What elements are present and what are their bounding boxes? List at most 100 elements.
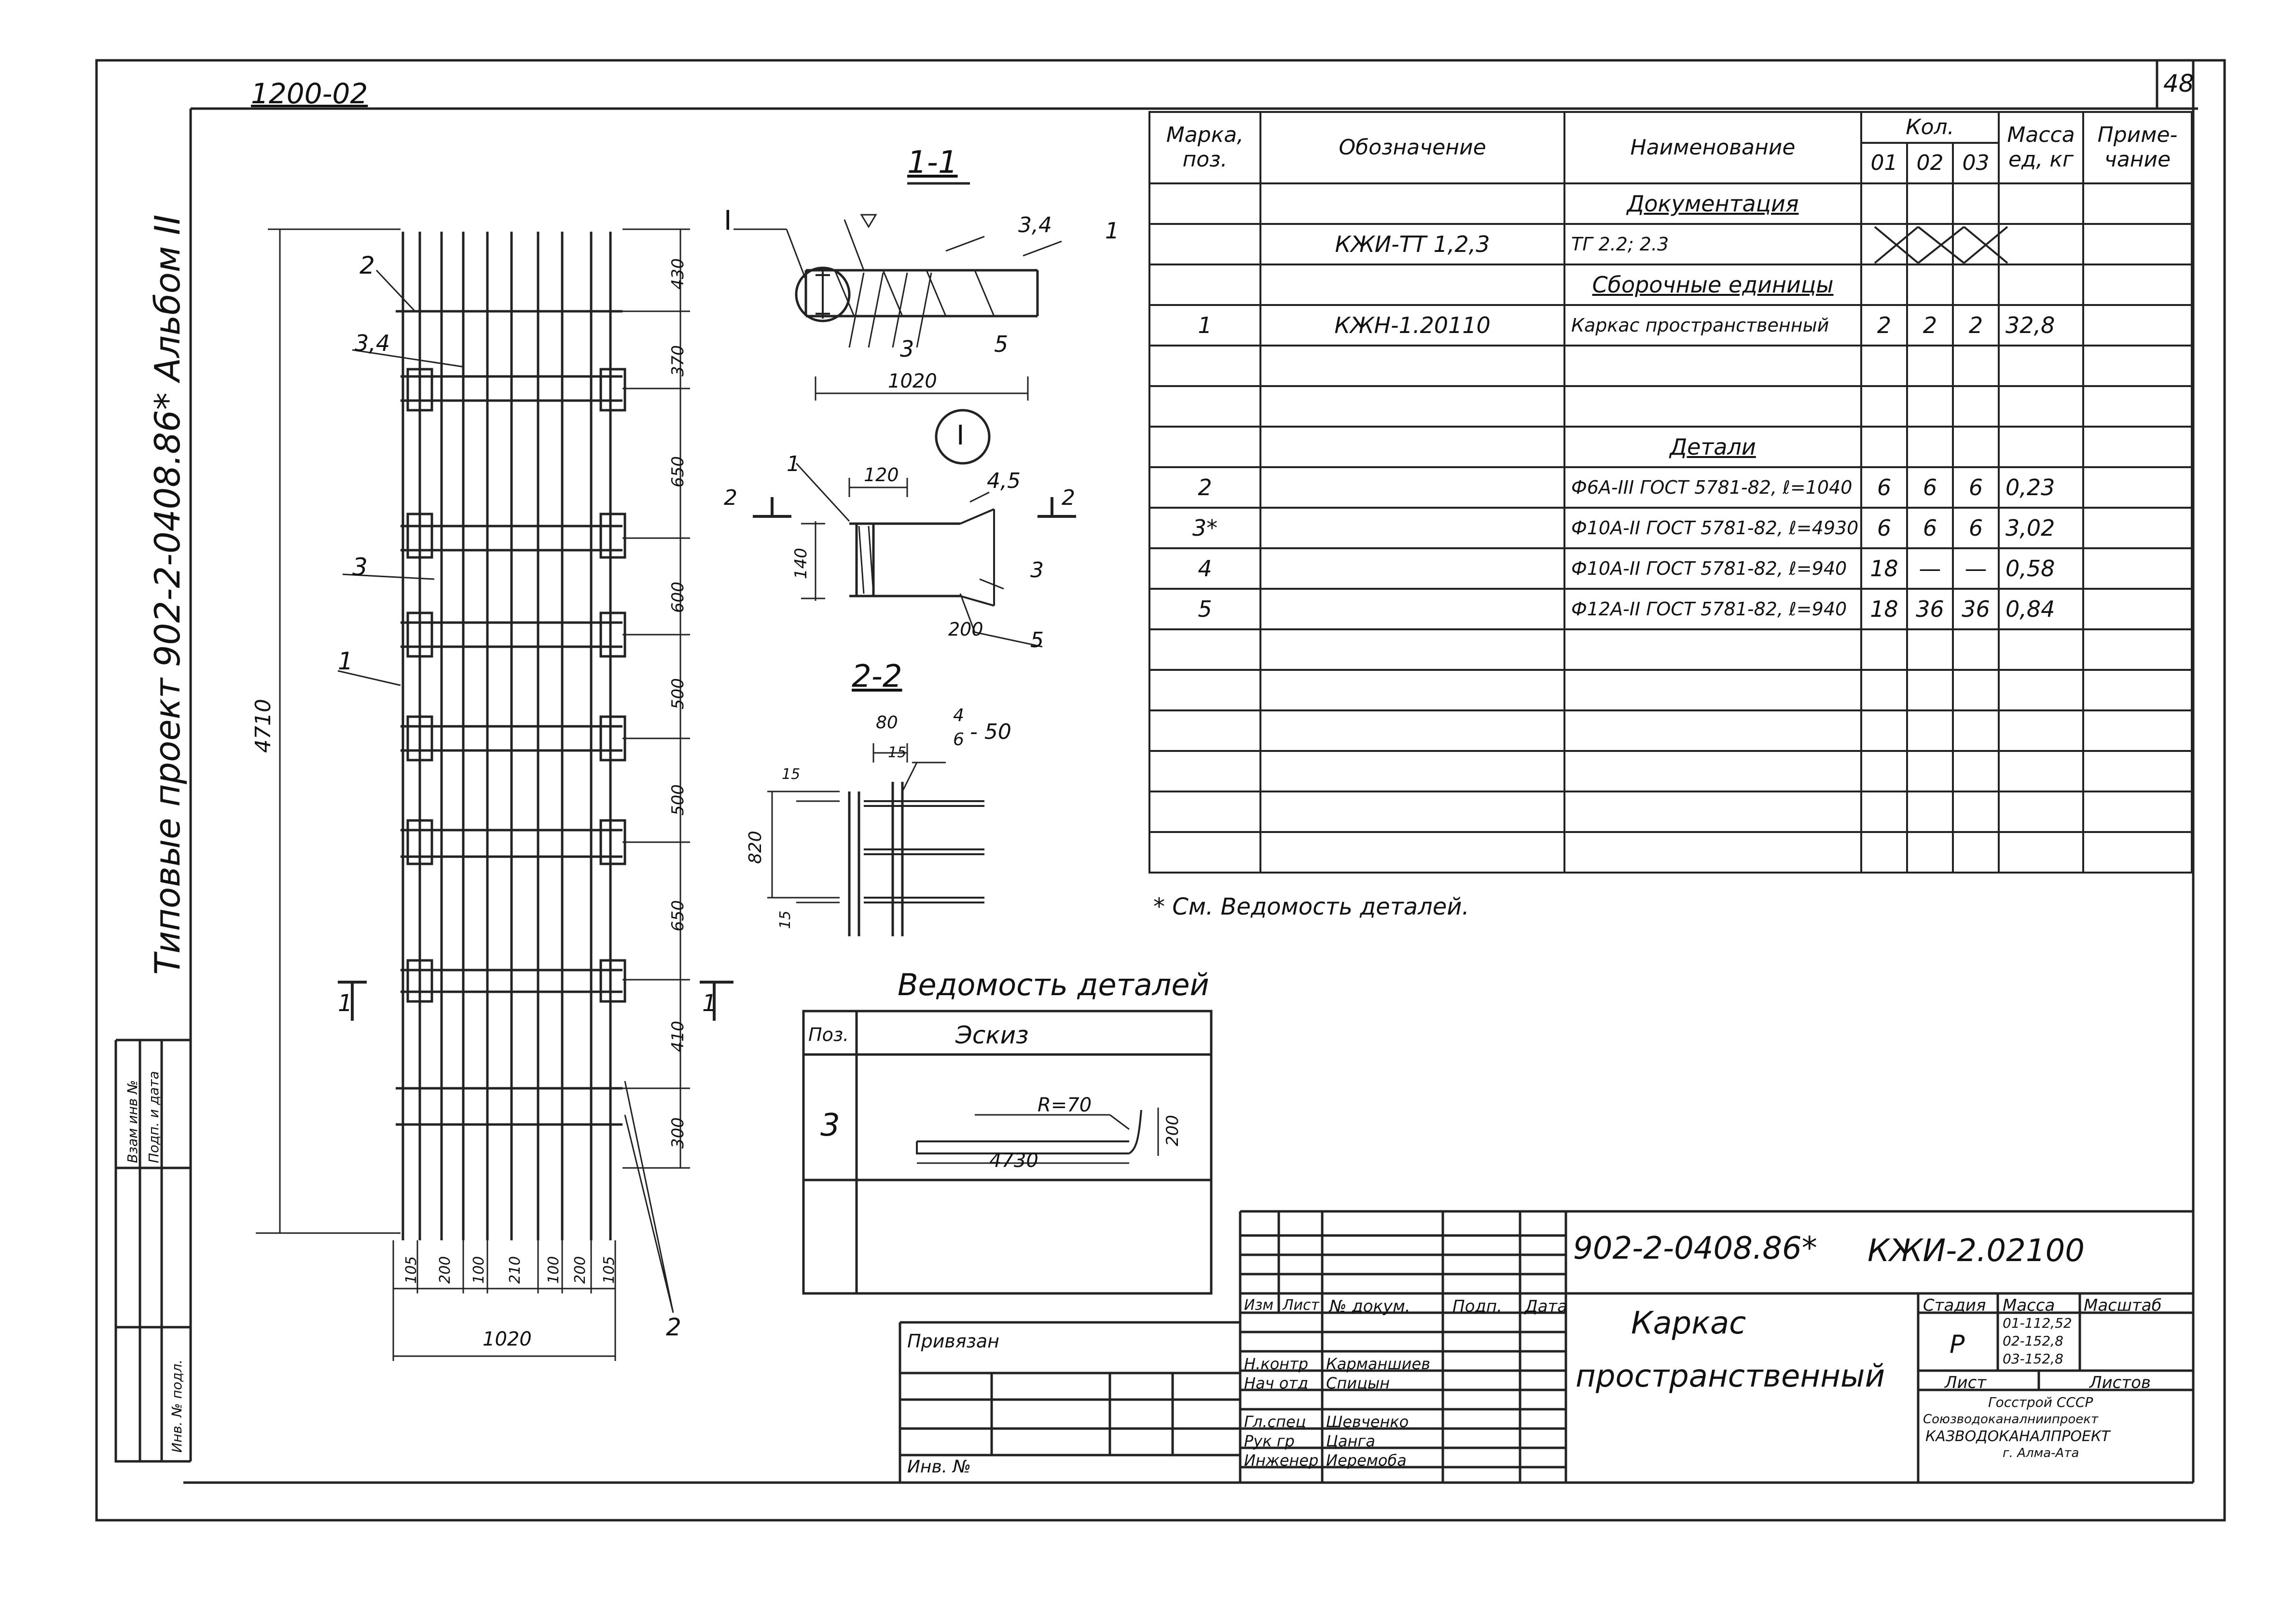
spec-cell-q2 <box>1906 345 1954 387</box>
spec-cell-q1: 6 <box>1860 466 1908 509</box>
sheet-number: 48 <box>2163 69 2194 97</box>
seg-dim-1: 430 <box>668 258 688 290</box>
tb-mass-01: 01-112,52 <box>2003 1315 2072 1331</box>
spec-cell-name <box>1563 385 1862 428</box>
spec-cell-mass: 0,58 <box>1998 547 2085 590</box>
spec-cell-q1 <box>1860 628 1908 671</box>
spec-cell-mass: 32,8 <box>1998 304 2085 347</box>
spec-cell-mark <box>1148 669 1261 711</box>
spec-row <box>1148 345 2193 387</box>
tb-role-4: Рук гр <box>1244 1432 1295 1450</box>
specification-table: Марка, поз. Обозначение Наименование Кол… <box>1148 111 2193 874</box>
spec-cell-note <box>2082 709 2193 752</box>
mark-2-bottom: 2 <box>666 1313 681 1341</box>
details-col-pos: Поз. <box>808 1024 849 1045</box>
spec-row <box>1148 709 2193 752</box>
details-sheet-title: Ведомость деталей <box>898 967 1209 1002</box>
spec-cell-q1: 2 <box>1860 304 1908 347</box>
spec-cell-mark: 1 <box>1148 304 1261 347</box>
spec-cell-note <box>2082 223 2193 265</box>
spec-cell-note <box>2082 628 2193 671</box>
tb-rev-h-date: Дата <box>1525 1297 1568 1316</box>
bottom-dims <box>392 1240 616 1361</box>
spec-cell-q2 <box>1906 831 1954 874</box>
spec-header-row-1: Марка, поз. Обозначение Наименование Кол… <box>1148 111 2193 184</box>
longitudinal-bars <box>401 232 612 1240</box>
spec-cell-q3 <box>1951 709 2000 752</box>
spec-cell-q2: 2 <box>1906 304 1954 347</box>
tb-scale-label: Масштаб <box>2084 1296 2162 1315</box>
mark-34: 3,4 <box>355 330 390 356</box>
tb-rev-h-list: Лист <box>1283 1297 1320 1314</box>
details-r-label: R=70 <box>1037 1094 1092 1116</box>
seg-dim-3: 650 <box>668 456 688 487</box>
tb-mass-03: 03-152,8 <box>2003 1351 2063 1367</box>
tb-name-3: Шевченко <box>1326 1413 1409 1431</box>
details-sheet-frame <box>802 1010 1213 1295</box>
spec-cell-name <box>1563 750 1862 792</box>
spec-cell-mass <box>1998 831 2085 874</box>
spec-cell-designation <box>1259 507 1565 549</box>
mark-3: 3 <box>352 553 368 581</box>
detI-mark-45: 4,5 <box>987 469 1021 493</box>
spec-cell-q1 <box>1860 831 1908 874</box>
spec-cell-q3 <box>1951 831 2000 874</box>
spec-cell-mark <box>1148 628 1261 671</box>
spec-cell-mark <box>1148 831 1261 874</box>
spec-cell-name <box>1563 831 1862 874</box>
spec-cell-q2: 36 <box>1906 588 1954 630</box>
details-length: 4730 <box>989 1150 1038 1172</box>
spec-cell-q1 <box>1860 345 1908 387</box>
spec-cell-mark <box>1148 791 1261 833</box>
seg-dim-7: 650 <box>668 900 688 931</box>
spec-cell-q3: 2 <box>1951 304 2000 347</box>
spec-cell-q3: 6 <box>1951 466 2000 509</box>
inner-frame <box>183 60 2198 1484</box>
spec-cell-name: Каркас пространственный <box>1563 304 1862 347</box>
spec-cell-designation <box>1259 588 1565 630</box>
spec-cell-q1 <box>1860 709 1908 752</box>
tb-name-2: Спицын <box>1326 1374 1390 1392</box>
callout-roman: I <box>956 420 965 451</box>
spec-cell-q1: 18 <box>1860 588 1908 630</box>
s11-top-mark: I <box>724 205 732 236</box>
spec-cell-name: Ф10А-II ГОСТ 5781-82, ℓ=4930 <box>1563 507 1862 549</box>
spec-cell-q2 <box>1906 791 1954 833</box>
tb-rev-h-izm: Изм <box>1244 1297 1274 1314</box>
detI-mark-5: 5 <box>1030 628 1044 652</box>
tb-inv-label: Инв. № <box>907 1457 971 1477</box>
tb-org-2: Союзводоканалниипроект <box>1923 1412 2099 1427</box>
tb-role-3: Гл.спец <box>1244 1413 1306 1431</box>
col-mark-header: Марка, поз. <box>1148 111 1261 184</box>
spec-cell-q1: 18 <box>1860 547 1908 590</box>
spec-cell-mark: 2 <box>1148 466 1261 509</box>
mark-2-top: 2 <box>360 251 375 279</box>
spec-section-row: Документация <box>1148 182 2193 225</box>
tb-stage-label: Стадия <box>1923 1296 1986 1315</box>
spec-cell-mass <box>1998 345 2085 387</box>
spec-cell-q3: 6 <box>1951 507 2000 549</box>
title-block-frame <box>899 1210 2193 1483</box>
spec-cell-q2 <box>1906 385 1954 428</box>
spec-row <box>1148 750 2193 792</box>
s11-width: 1020 <box>888 370 937 392</box>
spec-cell-note <box>2082 385 2193 428</box>
spec-cell-designation <box>1259 831 1565 874</box>
spec-cell <box>1148 426 1261 468</box>
spec-cell-q2 <box>1906 669 1954 711</box>
spec-cell-designation <box>1259 466 1565 509</box>
spec-cell-mass <box>1998 791 2085 833</box>
spec-cell-q2: — <box>1906 547 1954 590</box>
col-designation-header: Обозначение <box>1259 111 1565 184</box>
col-note-header: Приме- чание <box>2082 111 2193 184</box>
spec-cell <box>1148 264 1261 306</box>
spec-cell-note <box>2082 669 2193 711</box>
s11-mark-5: 5 <box>994 331 1009 357</box>
spec-cell-q3 <box>1951 345 2000 387</box>
spec-cell <box>1148 182 1261 225</box>
tb-org-4: г. Алма-Ата <box>2003 1446 2079 1460</box>
seg-dim-2: 370 <box>668 345 688 376</box>
